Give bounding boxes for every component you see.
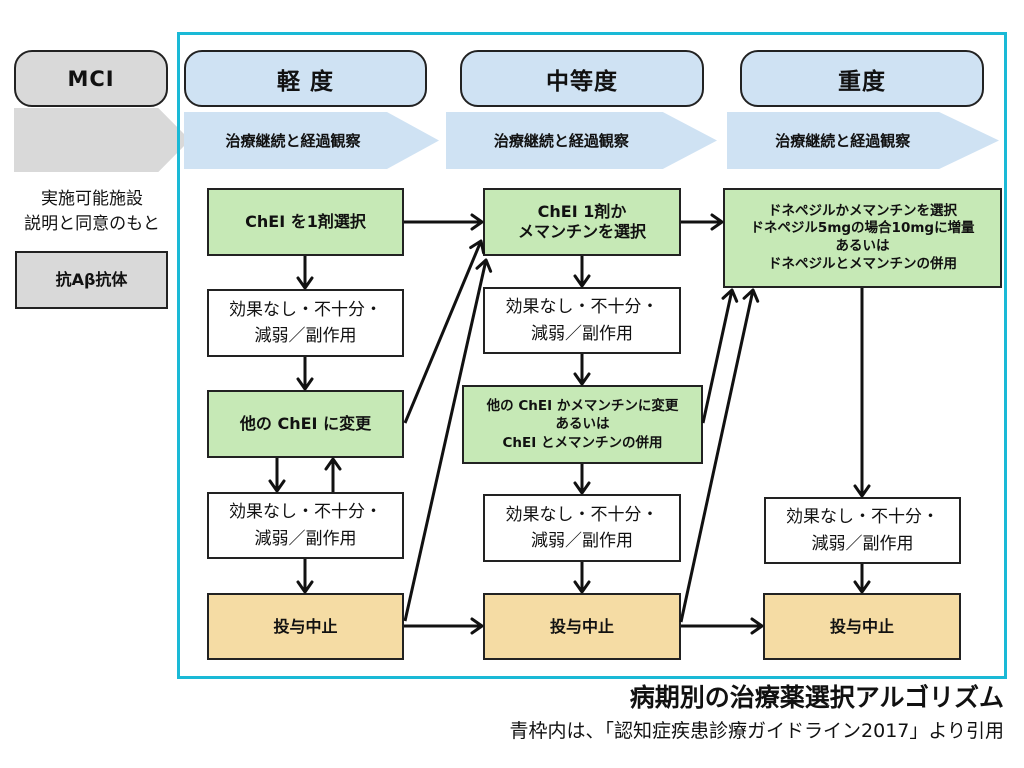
moderate-select-box: ChEI 1剤か メマンチンを選択	[483, 188, 681, 256]
mci-note-line: 実施可能施設	[41, 189, 143, 209]
mild-failure-box-1: 効果なし・不十分・ 減弱／副作用	[207, 289, 404, 357]
mild-stop-label: 投与中止	[273, 616, 338, 636]
failure-line: 減弱／副作用	[531, 323, 633, 344]
mild-switch-label: 他の ChEI に変更	[239, 414, 372, 433]
failure-line: 減弱／副作用	[254, 326, 357, 346]
failure-line: 減弱／副作用	[531, 531, 633, 551]
anti-abeta-antibody-label: 抗Aβ抗体	[55, 270, 128, 289]
moderate-banner: 治療継続と経過観察	[446, 112, 717, 169]
severe-select-line: ドネペジルとメマンチンの併用	[768, 255, 957, 272]
mild-failure-box-2: 効果なし・不十分・ 減弱／副作用	[207, 492, 404, 559]
guideline-frame	[177, 32, 1007, 679]
failure-line: 減弱／副作用	[811, 533, 914, 554]
moderate-switch-line: 他の ChEI かメマンチンに変更	[486, 398, 679, 415]
mild-banner: 治療継続と経過観察	[184, 112, 439, 169]
mci-note: 実施可能施設 説明と同意のもと	[4, 187, 180, 239]
moderate-switch-line: ChEI とメマンチンの併用	[502, 434, 663, 451]
mild-banner-text: 治療継続と経過観察	[225, 132, 361, 150]
mild-stop-box: 投与中止	[207, 593, 404, 660]
moderate-stop-label: 投与中止	[549, 616, 614, 636]
moderate-stop-box: 投与中止	[483, 593, 681, 660]
failure-line: 減弱／副作用	[254, 528, 357, 549]
failure-line: 効果なし・不十分・	[229, 502, 382, 523]
failure-line: 効果なし・不十分・	[229, 299, 382, 320]
severe-stop-box: 投与中止	[763, 593, 961, 660]
severe-select-line: ドネペジルかメマンチンを選択	[768, 202, 957, 219]
severe-banner: 治療継続と経過観察	[727, 112, 999, 169]
mild-select-label: ChEI を1剤選択	[245, 212, 366, 231]
failure-line: 効果なし・不十分・	[505, 297, 659, 318]
stage-severe: 重度	[740, 50, 984, 107]
severe-select-box: ドネペジルかメマンチンを選択 ドネペジル5mgの場合10mgに増量 あるいは ド…	[723, 188, 1002, 288]
moderate-select-line: ChEI 1剤か	[537, 202, 627, 221]
moderate-banner-text: 治療継続と経過観察	[493, 132, 629, 150]
diagram-title: 病期別の治療薬選択アルゴリズム	[629, 683, 1004, 712]
severe-stop-label: 投与中止	[829, 616, 894, 636]
moderate-switch-line: あるいは	[555, 416, 610, 433]
moderate-failure-box-2: 効果なし・不十分・ 減弱／副作用	[483, 494, 681, 562]
severe-banner-text: 治療継続と経過観察	[775, 132, 911, 150]
severe-failure-box: 効果なし・不十分・ 減弱／副作用	[764, 497, 961, 564]
failure-line: 効果なし・不十分・	[505, 504, 659, 525]
mild-select-box: ChEI を1剤選択	[207, 188, 404, 256]
moderate-switch-box: 他の ChEI かメマンチンに変更 あるいは ChEI とメマンチンの併用	[462, 385, 703, 464]
stage-mci: MCI	[14, 50, 168, 107]
anti-abeta-antibody-box: 抗Aβ抗体	[15, 251, 168, 309]
severe-select-line: ドネペジル5mgの場合10mgに増量	[750, 220, 975, 237]
mci-note-line: 説明と同意のもと	[24, 214, 160, 234]
stage-mild: 軽 度	[184, 50, 427, 107]
severe-select-line: あるいは	[835, 238, 890, 254]
moderate-select-line: メマンチンを選択	[517, 222, 646, 241]
source-note: 青枠内は、「認知症疾患診療ガイドライン2017」より引用	[509, 720, 1004, 742]
mild-switch-box: 他の ChEI に変更	[207, 390, 404, 458]
stage-moderate: 中等度	[460, 50, 704, 107]
moderate-failure-box-1: 効果なし・不十分・ 減弱／副作用	[483, 287, 681, 354]
failure-line: 効果なし・不十分・	[786, 507, 939, 528]
mci-banner	[14, 108, 190, 172]
